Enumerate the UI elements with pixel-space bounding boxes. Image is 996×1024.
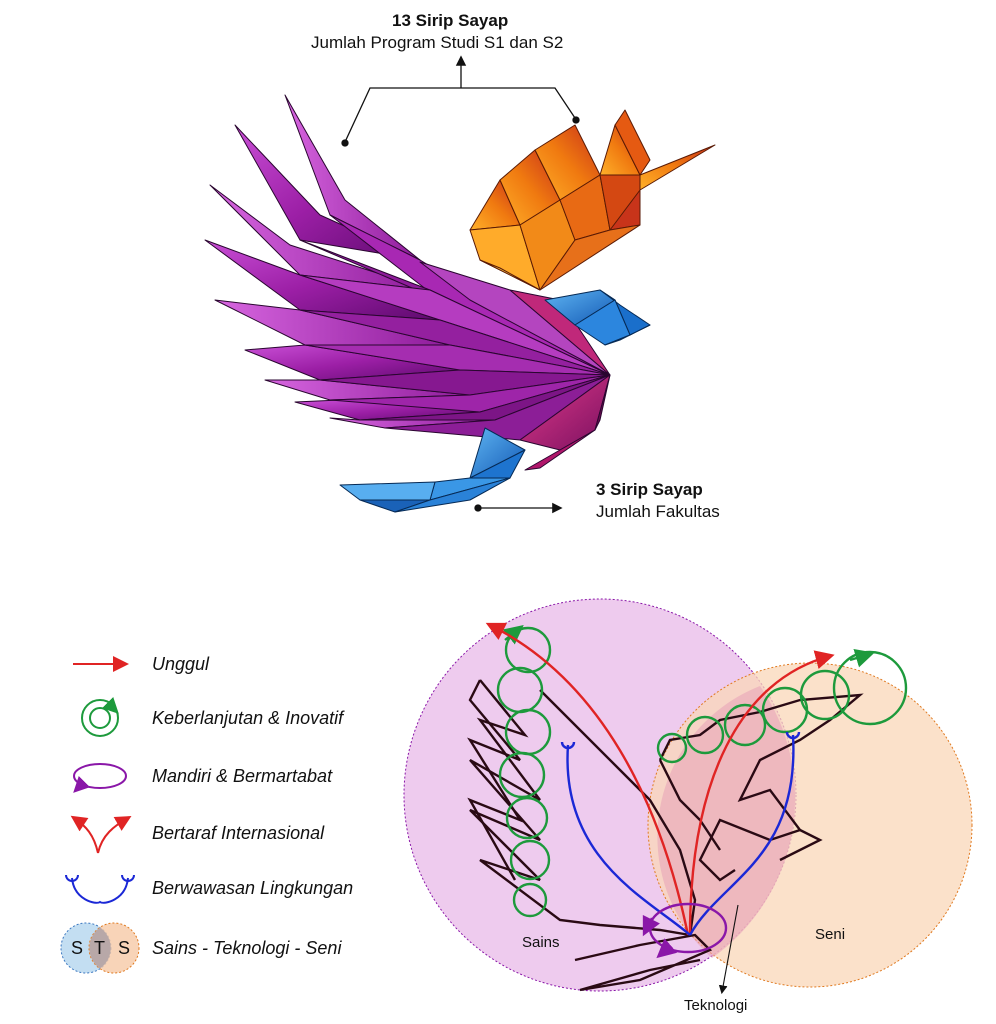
region-label-teknologi: Teknologi bbox=[684, 997, 748, 1014]
bottom-annotation-title: 3 Sirip Sayap bbox=[596, 480, 703, 499]
legend-label-lingkungan: Berwawasan Lingkungan bbox=[152, 878, 354, 898]
red-arrows bbox=[485, 622, 835, 936]
top-annotation-subtitle: Jumlah Program Studi S1 dan S2 bbox=[311, 33, 564, 52]
purple-ellipse-icon bbox=[73, 763, 127, 793]
teknologi-pointer bbox=[718, 904, 739, 995]
venn-icon bbox=[60, 922, 140, 974]
legend-label-unggul: Unggul bbox=[152, 654, 210, 674]
blue-head bbox=[544, 289, 651, 346]
purple-ellipse bbox=[642, 902, 728, 959]
orange-wing bbox=[469, 109, 716, 291]
venn-letter-s-left: S bbox=[71, 938, 84, 958]
legend-label-internasional: Bertaraf Internasional bbox=[152, 823, 325, 843]
blue-branches bbox=[560, 731, 801, 936]
bottom-callout bbox=[474, 502, 563, 514]
venn-letter-t: T bbox=[94, 938, 105, 958]
green-loops bbox=[496, 625, 908, 918]
red-split-arrow-icon bbox=[70, 815, 132, 854]
blue-branch-icon bbox=[65, 874, 135, 904]
concept-diagram bbox=[403, 598, 973, 995]
legend-label-keberlanjutan: Keberlanjutan & Inovatif bbox=[152, 708, 344, 728]
green-loop-icon bbox=[81, 696, 119, 737]
legend-label-sts: Sains - Teknologi - Seni bbox=[152, 938, 342, 958]
top-annotation-title: 13 Sirip Sayap bbox=[392, 11, 509, 30]
purple-wing bbox=[204, 94, 611, 471]
legend-icons bbox=[60, 656, 140, 974]
region-label-seni: Seni bbox=[815, 926, 846, 943]
bottom-annotation-subtitle: Jumlah Fakultas bbox=[596, 502, 720, 521]
blue-tail bbox=[339, 427, 526, 513]
venn-letter-s-right: S bbox=[118, 938, 131, 958]
legend-label-mandiri: Mandiri & Bermartabat bbox=[152, 766, 333, 786]
top-callout bbox=[341, 55, 580, 147]
bird-logo bbox=[204, 94, 716, 513]
region-label-sains: Sains bbox=[522, 934, 560, 951]
